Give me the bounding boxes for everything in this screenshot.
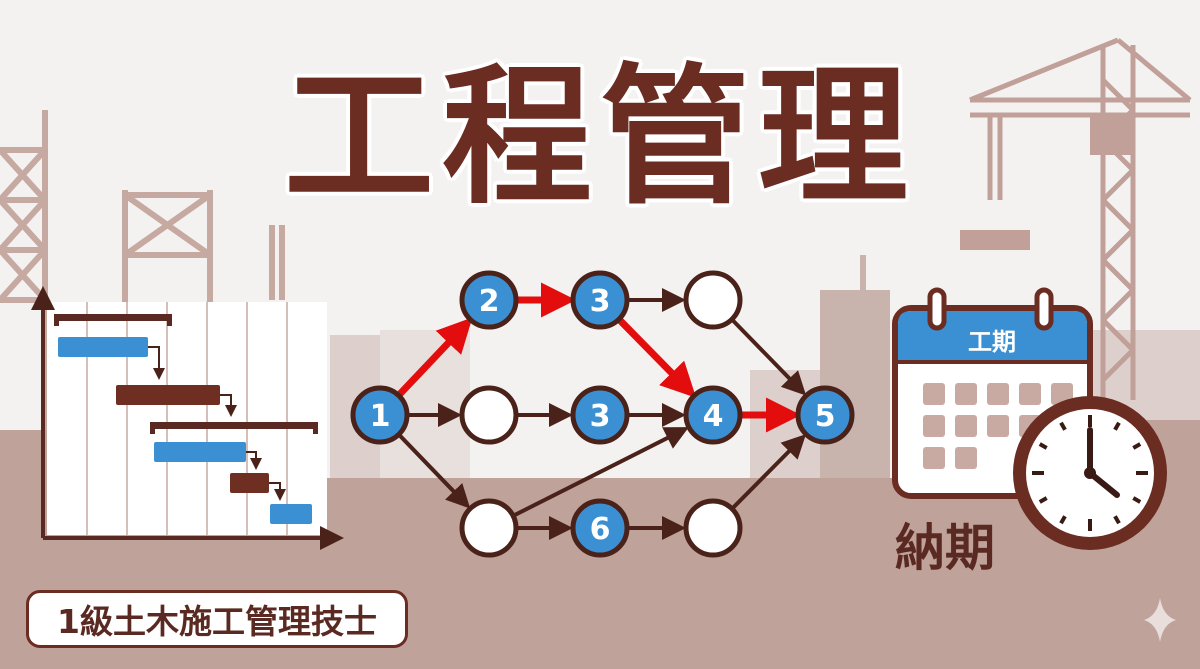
deadline-label: 納期 bbox=[895, 519, 995, 577]
network-node bbox=[683, 498, 743, 558]
scaffold-left bbox=[0, 110, 285, 430]
node-label: 6 bbox=[590, 512, 611, 547]
gantt-chart bbox=[31, 286, 344, 550]
node-label: 5 bbox=[815, 399, 836, 434]
gantt-task-bar bbox=[270, 504, 312, 524]
calendar-day-cell bbox=[923, 383, 945, 405]
node-label: 2 bbox=[479, 284, 500, 319]
node-label: 4 bbox=[703, 399, 724, 434]
network-edges bbox=[396, 282, 807, 540]
sparkle-icon bbox=[1144, 598, 1176, 642]
gantt-summary-bar bbox=[54, 314, 172, 326]
calendar-day-cell bbox=[955, 447, 977, 469]
activity-arrow bbox=[730, 434, 806, 511]
clock-tick bbox=[1038, 496, 1048, 504]
gantt-task-bar bbox=[116, 385, 220, 405]
clock-tick bbox=[1113, 421, 1121, 431]
calendar-day-cell bbox=[923, 415, 945, 437]
network-node bbox=[459, 498, 519, 558]
calendar-day-cell bbox=[955, 415, 977, 437]
clock-tick bbox=[1059, 421, 1067, 431]
activity-arrow bbox=[730, 317, 807, 396]
gantt-task-bar bbox=[230, 473, 269, 493]
clock-tick bbox=[1059, 515, 1067, 525]
network-nodes: 1 2 3 3 4 5 6 bbox=[350, 270, 855, 558]
gantt-task-bar bbox=[58, 337, 148, 357]
critical-path-arrow bbox=[396, 317, 473, 398]
calendar-day-cell bbox=[1019, 383, 1041, 405]
network-node: 3 bbox=[570, 385, 630, 445]
critical-path-arrow bbox=[616, 316, 697, 398]
tower-crane bbox=[960, 37, 1192, 400]
node-label: 3 bbox=[590, 399, 611, 434]
network-node bbox=[459, 385, 519, 445]
calendar-day-cell bbox=[987, 415, 1009, 437]
network-node bbox=[683, 270, 743, 330]
qualification-badge: 1級土木施工管理技士 bbox=[26, 590, 408, 648]
clock-icon bbox=[1013, 396, 1167, 550]
activity-arrow bbox=[397, 433, 471, 509]
calendar-header-label: 工期 bbox=[968, 328, 1016, 356]
clock-tick bbox=[1038, 442, 1048, 450]
network-node: 2 bbox=[459, 270, 519, 330]
network-node: 3 bbox=[570, 270, 630, 330]
clock-tick bbox=[1132, 442, 1142, 450]
node-label: 3 bbox=[590, 284, 611, 319]
clock-tick bbox=[1113, 515, 1121, 525]
network-node: 1 bbox=[350, 385, 410, 445]
calendar-day-cell bbox=[955, 383, 977, 405]
calendar-day-cell bbox=[987, 383, 1009, 405]
network-node: 6 bbox=[570, 498, 630, 558]
page-title: 工程管理 bbox=[283, 51, 916, 225]
calendar-day-cell bbox=[923, 447, 945, 469]
clock-tick bbox=[1132, 496, 1142, 504]
gantt-summary-bar bbox=[150, 422, 318, 434]
network-node: 4 bbox=[683, 385, 743, 445]
gantt-task-bar bbox=[154, 442, 246, 462]
network-node: 5 bbox=[795, 385, 855, 445]
node-label: 1 bbox=[370, 399, 391, 434]
activity-arrow bbox=[512, 427, 689, 518]
